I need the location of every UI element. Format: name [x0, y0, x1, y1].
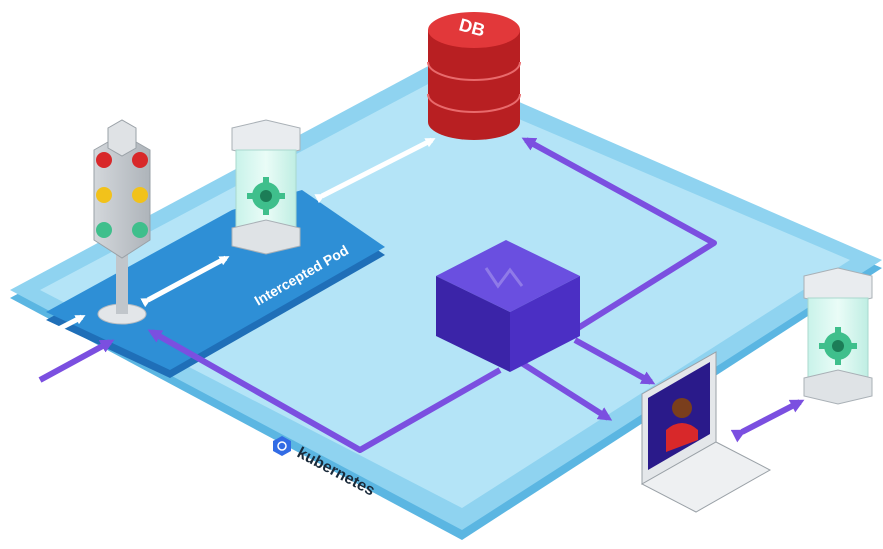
- developer-avatar-icon: [666, 398, 698, 452]
- proxy-box-icon: [436, 240, 580, 372]
- purple-traffic-routes: [38, 137, 805, 453]
- traffic-light-icon: [93, 119, 151, 325]
- kubernetes-logo-icon: [273, 436, 291, 456]
- arrow-ingress-white: [12, 314, 86, 355]
- route-ingress-arrow: [38, 339, 115, 383]
- route-proxy-to-traffic-light: [147, 329, 502, 453]
- gear-icon: [819, 327, 857, 365]
- pod-capsule-icon: [231, 119, 301, 255]
- route-proxy-to-db: [521, 137, 717, 331]
- route-proxy-to-laptop-2: [573, 337, 656, 385]
- white-traffic-arrows: [12, 137, 436, 355]
- gear-icon: [247, 177, 285, 215]
- arrow-light-to-pod: [140, 255, 230, 308]
- pod-capsule-icon: [803, 267, 873, 405]
- route-proxy-to-laptop: [518, 359, 613, 421]
- database-icon: DB: [427, 12, 521, 140]
- arrow-pod-to-db: [314, 137, 436, 204]
- route-laptop-to-pod: [730, 399, 805, 443]
- laptop-icon: [640, 351, 772, 513]
